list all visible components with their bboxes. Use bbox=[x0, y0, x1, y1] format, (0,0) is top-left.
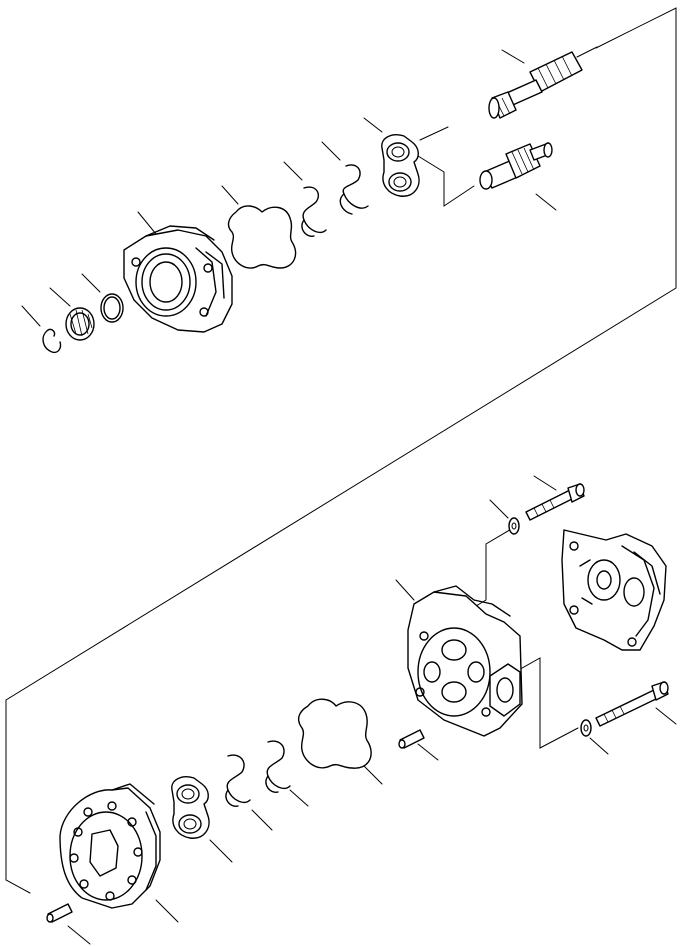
dowel-pin-rear bbox=[46, 903, 91, 945]
gasket-front bbox=[221, 185, 297, 269]
driven-gear bbox=[479, 142, 557, 211]
backup-ring-rear bbox=[225, 754, 273, 831]
assembly-outline bbox=[5, 7, 677, 894]
backup-ring-front bbox=[283, 161, 327, 237]
washer-bottom bbox=[580, 719, 609, 755]
bolt-top bbox=[525, 475, 585, 521]
bushing-plate-rear bbox=[171, 776, 233, 863]
seal-ring-rear bbox=[265, 740, 309, 807]
gasket-rear bbox=[297, 698, 383, 785]
drive-shaft-gear bbox=[488, 46, 598, 119]
seal-ring-front bbox=[321, 141, 369, 215]
washer-top bbox=[489, 499, 520, 535]
bushing-plate-front bbox=[363, 117, 420, 197]
gear-case bbox=[395, 579, 523, 737]
o-ring-small bbox=[81, 273, 124, 323]
front-cover bbox=[123, 211, 233, 333]
snap-ring bbox=[21, 305, 62, 354]
bolt-bottom bbox=[595, 681, 677, 727]
rear-housing bbox=[59, 783, 179, 923]
dowel-pin-case bbox=[398, 729, 439, 761]
mounting-flange-cover bbox=[561, 529, 667, 651]
oil-seal bbox=[49, 287, 95, 341]
